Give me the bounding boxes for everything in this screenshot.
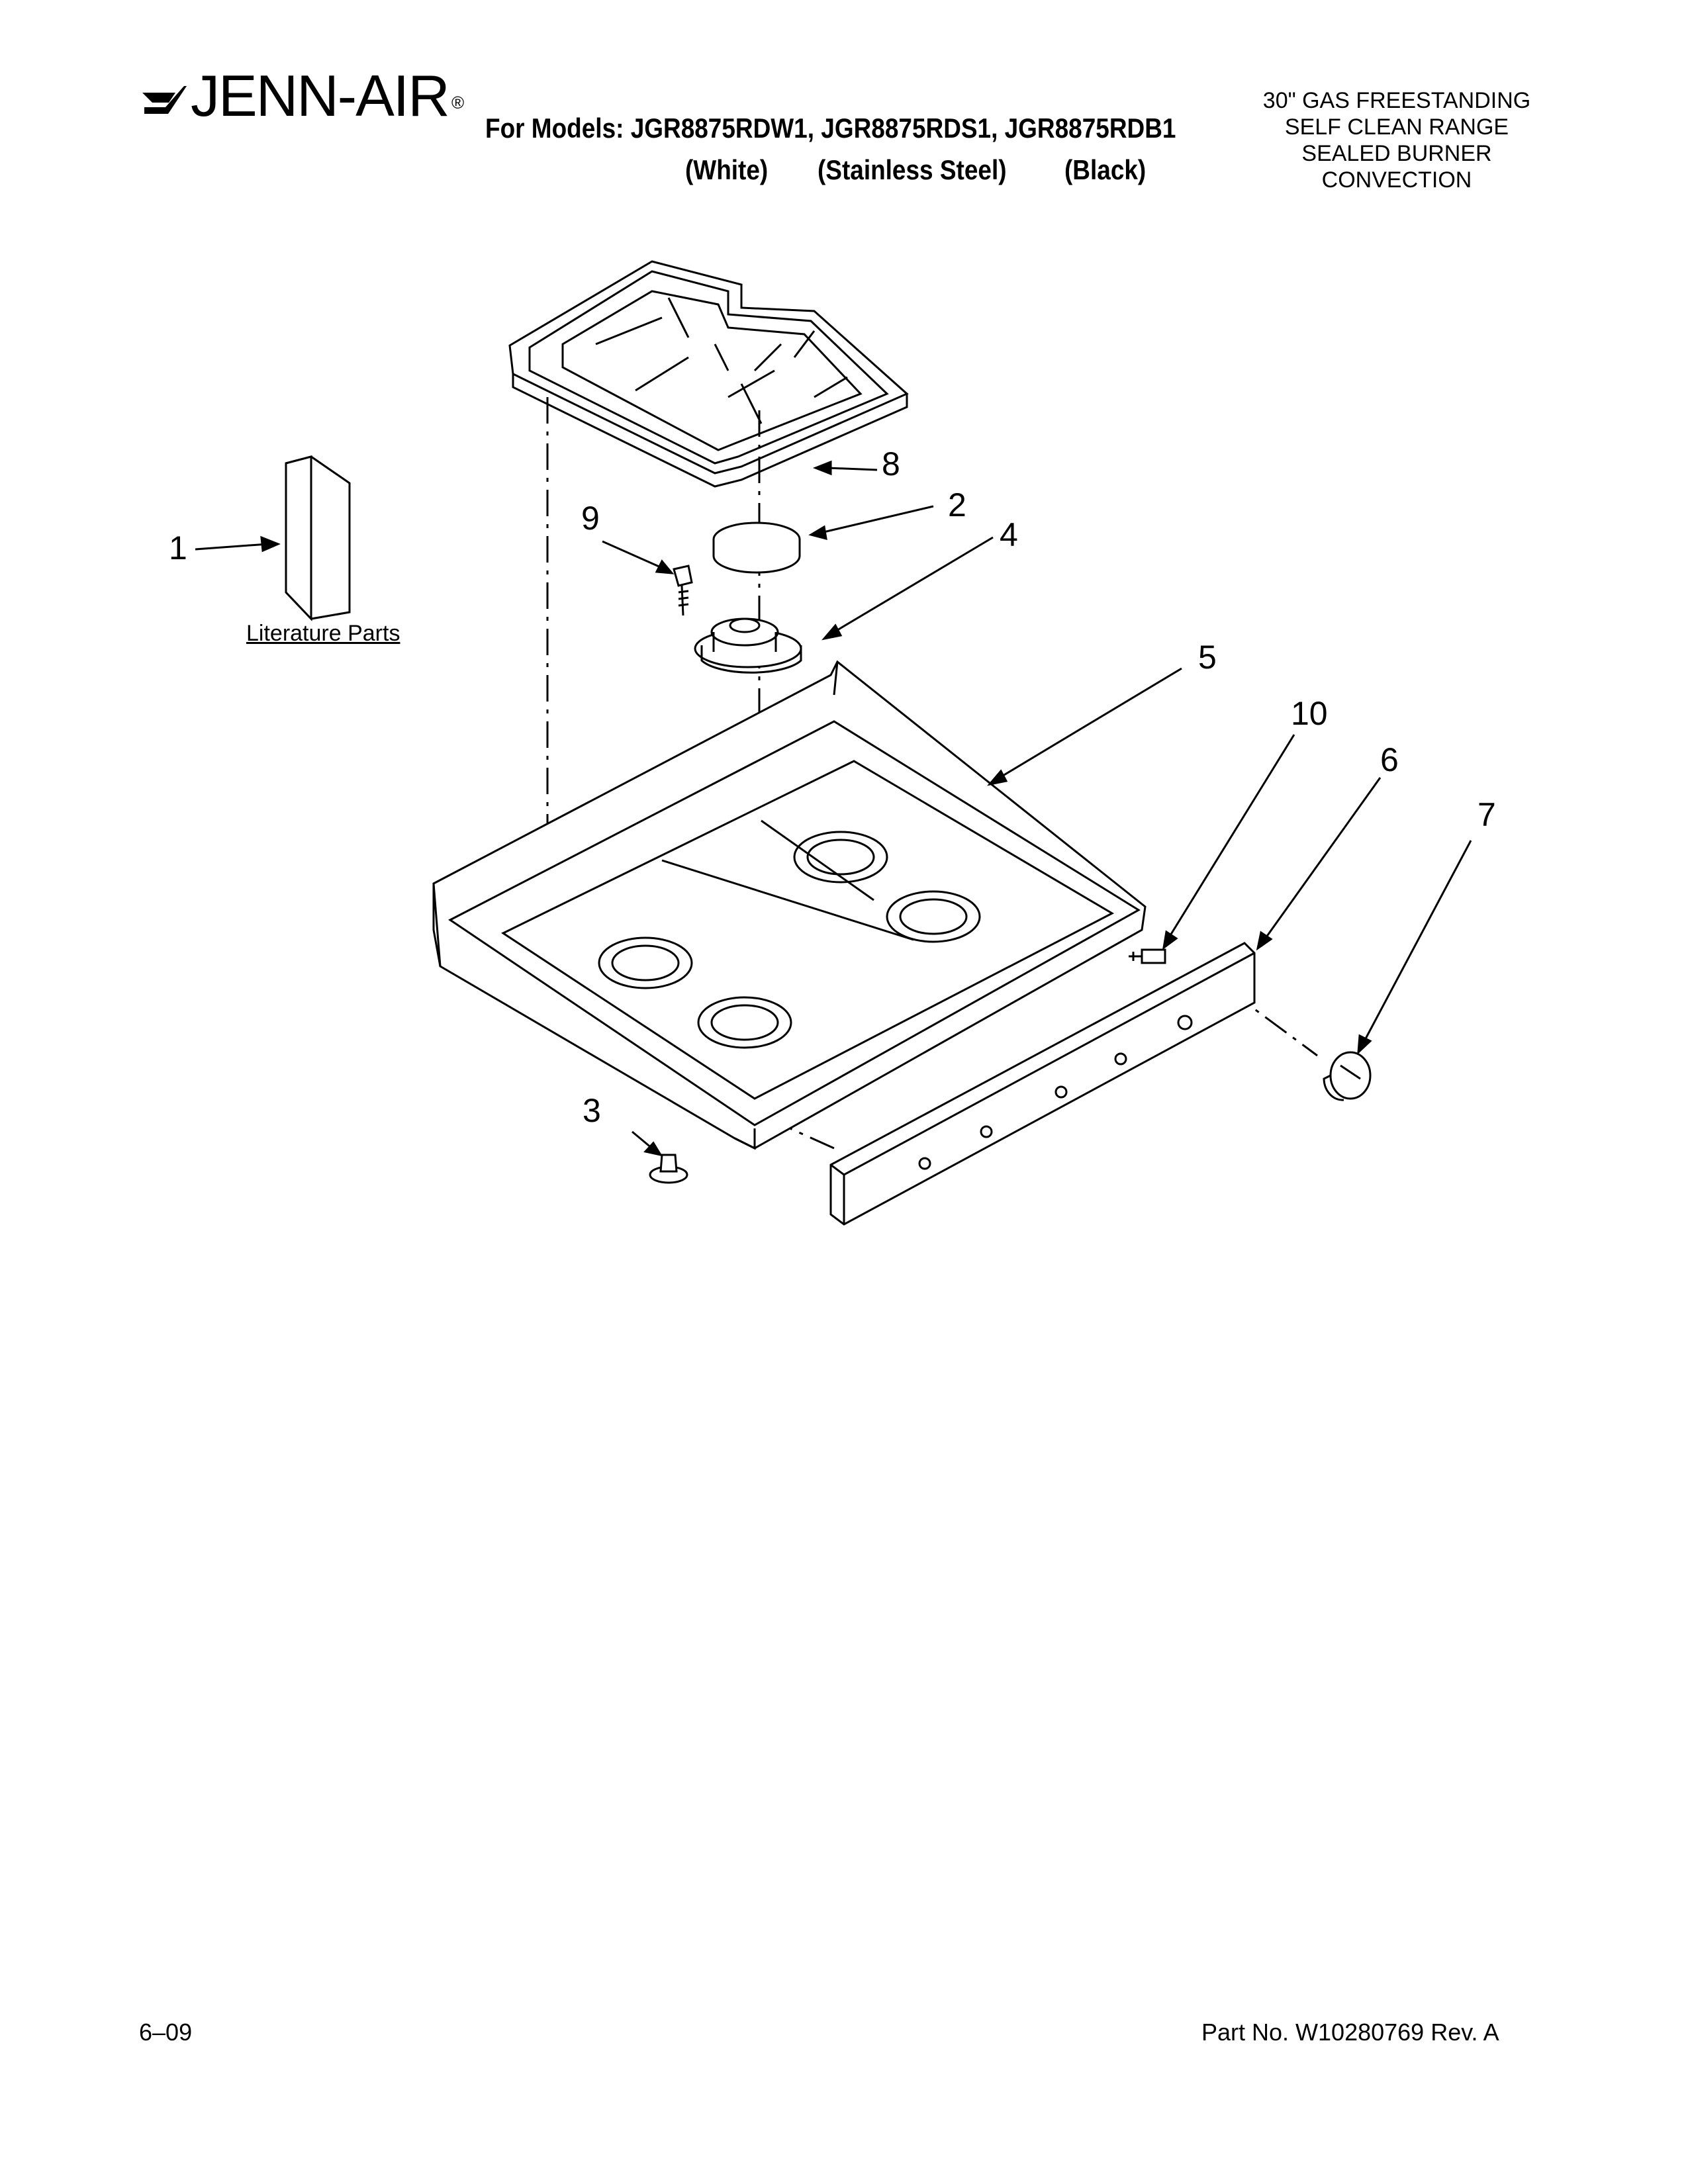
variant-black: (Black) [1064,154,1147,185]
callout-1: 1 [169,529,187,567]
callout-2: 2 [948,486,966,523]
leader-lines [195,460,1472,1157]
manifold-panel [829,942,1256,1226]
manifold-screw [1129,948,1166,964]
callout-labels: 1 2 3 4 5 6 7 8 9 10 [169,445,1496,1129]
callout-3: 3 [583,1092,601,1129]
burner-cap [712,522,801,574]
burner-base [694,617,802,674]
callout-5: 5 [1198,639,1217,676]
variant-stainless: (Stainless Steel) [818,154,1007,185]
brand-name: JENN-AIR [191,63,450,128]
revision-date: 6–09 [139,2019,193,2046]
part-number: Part No. W10280769 Rev. A [1201,2019,1499,2046]
literature-parts-label: Literature Parts [246,621,400,646]
jenn-air-logo-icon [142,86,187,114]
burner-grate [508,260,909,488]
callout-4: 4 [1000,516,1018,553]
description-line: CONVECTION [1321,167,1472,193]
product-description: 30" GAS FREESTANDING SELF CLEAN RANGE SE… [1218,87,1575,193]
cooktop [432,660,1147,1150]
grommet [649,1154,688,1184]
callout-8: 8 [882,445,900,482]
callout-10: 10 [1291,695,1328,732]
registered-mark: ® [451,93,465,113]
description-line: SELF CLEAN RANGE [1284,114,1509,140]
description-line: SEALED BURNER [1301,141,1492,166]
callout-7: 7 [1477,796,1496,833]
literature-booklet [285,455,351,621]
callout-9: 9 [581,500,600,537]
models-line: For Models: JGR8875RDW1, JGR8875RDS1, JG… [485,113,1176,144]
variant-white: (White) [685,154,769,185]
screw [673,565,693,616]
callout-6: 6 [1380,741,1399,778]
control-knob [1323,1051,1372,1101]
description-line: 30" GAS FREESTANDING [1262,88,1531,113]
